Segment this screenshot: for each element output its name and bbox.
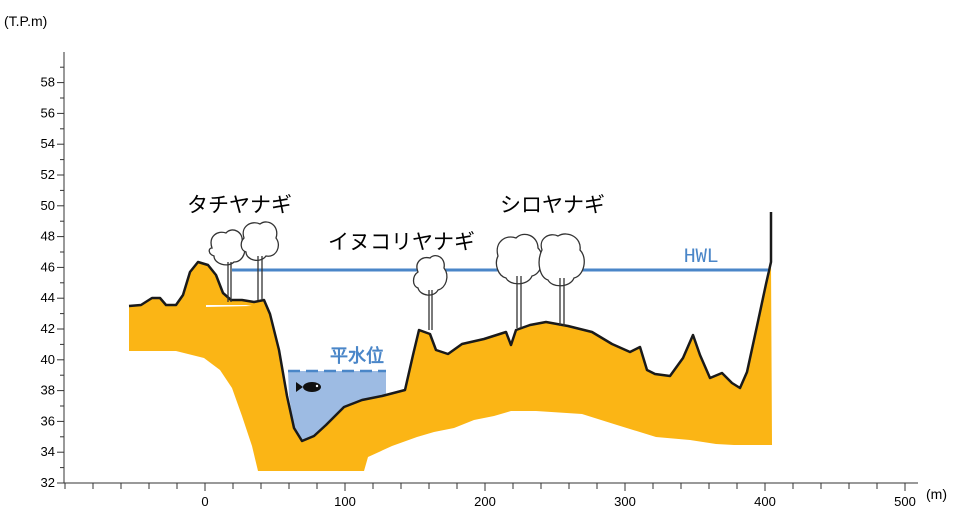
- y-tick-group: 32 34 36 38 40 42 44 46 48 50 52 54 56 58: [41, 66, 64, 490]
- hwl-label: HWL: [684, 245, 718, 267]
- ground-fill: [129, 262, 772, 471]
- x-tick-label: 500: [894, 494, 916, 509]
- y-tick-label: 48: [41, 229, 55, 244]
- x-tick-label: 300: [614, 494, 636, 509]
- tree-icon-right-2: [538, 233, 585, 326]
- y-tick-label: 38: [41, 383, 55, 398]
- x-tick-label: 100: [334, 494, 356, 509]
- y-tick-label: 56: [41, 105, 55, 120]
- species-label-tachiyanagi: タチヤナギ: [187, 193, 292, 217]
- y-axis-unit-label: (T.P.m): [4, 13, 47, 29]
- normal-water-level-label: 平水位: [330, 345, 384, 367]
- y-tick-label: 54: [41, 136, 55, 151]
- y-tick-label: 46: [41, 259, 55, 274]
- tree-icon-middle: [412, 254, 448, 330]
- tree-icon-right-1: [495, 233, 543, 328]
- y-tick-label: 34: [41, 444, 55, 459]
- y-tick-label: 40: [41, 352, 55, 367]
- y-tick-label: 52: [41, 167, 55, 182]
- species-label-shiroyanagi: シロヤナギ: [500, 193, 605, 217]
- x-tick-label: 0: [201, 494, 208, 509]
- species-label-inukoriyanagi: イヌコリヤナギ: [328, 230, 475, 254]
- x-axis-unit-label: (m): [926, 486, 947, 502]
- y-tick-label: 50: [41, 198, 55, 213]
- tree-icon-left-2: [240, 221, 280, 300]
- profile-outline: [128, 212, 773, 443]
- tree-icon-left-1: [208, 229, 246, 302]
- y-tick-label: 58: [41, 75, 55, 90]
- y-tick-label: 32: [41, 475, 55, 490]
- y-tick-label: 42: [41, 321, 55, 336]
- y-tick-label: 44: [41, 290, 55, 305]
- riverbed-cavity: [206, 305, 252, 307]
- fish-icon: [296, 382, 321, 392]
- y-tick-label: 36: [41, 413, 55, 428]
- x-tick-group: 0 100 200 300 400 500: [64, 483, 916, 509]
- x-tick-label: 400: [754, 494, 776, 509]
- x-tick-label: 200: [474, 494, 496, 509]
